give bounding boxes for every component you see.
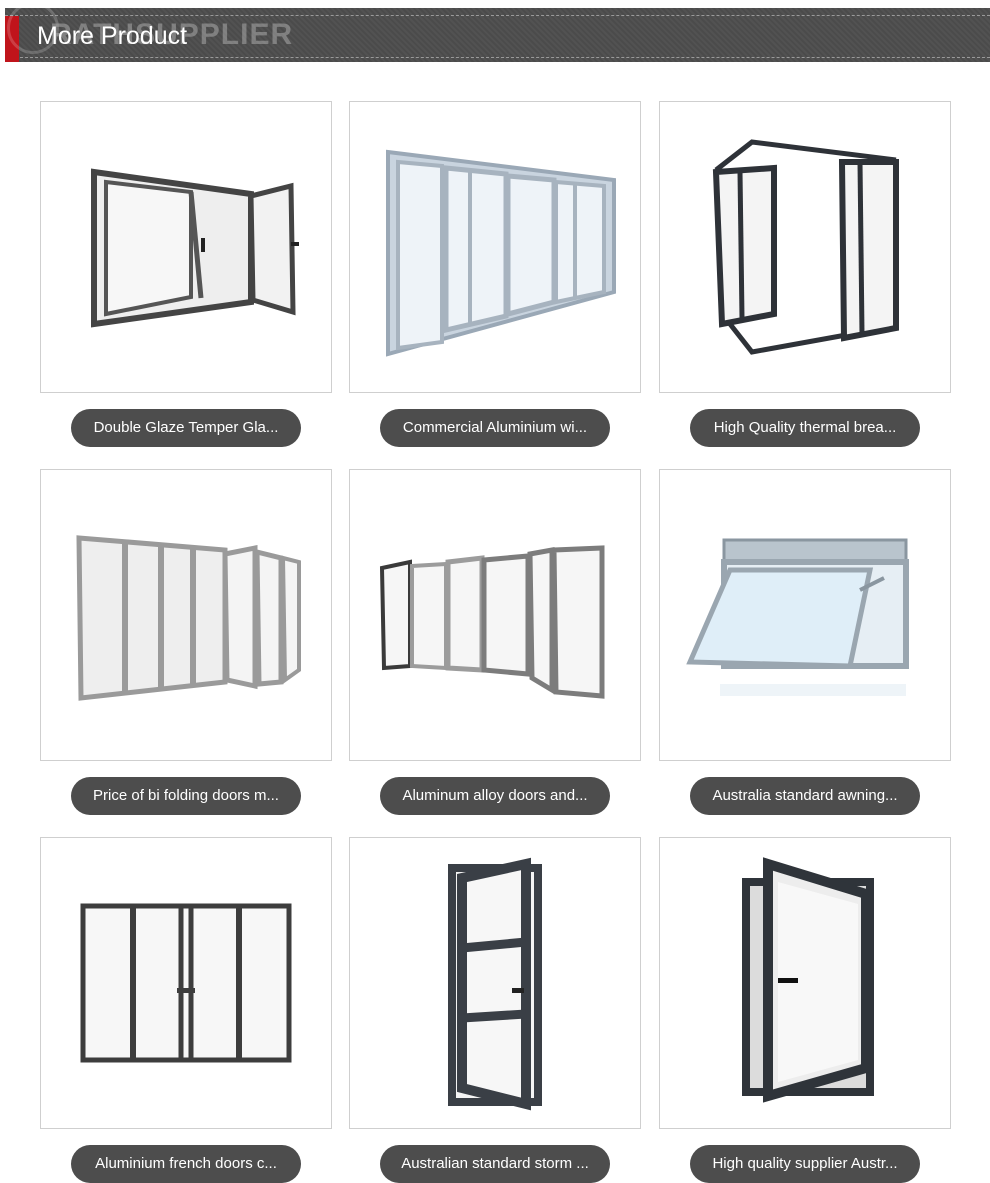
folding-door-image[interactable] — [349, 469, 641, 761]
product-title-button[interactable]: High quality supplier Austr... — [690, 1145, 920, 1183]
section-title: More Product — [37, 22, 188, 50]
product-title-button[interactable]: Double Glaze Temper Gla... — [71, 409, 301, 447]
product-title-button[interactable]: Aluminium french doors c... — [71, 1145, 301, 1183]
french-door-image[interactable] — [40, 837, 332, 1129]
product-title-button[interactable]: Australian standard storm ... — [380, 1145, 610, 1183]
tilt-turn-window-image[interactable] — [40, 101, 332, 393]
header-dashed-line-top — [5, 15, 990, 16]
header-watermark: RATHSUPPLIER — [50, 18, 294, 51]
storm-door-image[interactable] — [349, 837, 641, 1129]
product-title-button[interactable]: High Quality thermal brea... — [690, 409, 920, 447]
bifold-door-image[interactable] — [40, 469, 332, 761]
sliding-window-image[interactable] — [349, 101, 641, 393]
product-title-button[interactable]: Commercial Aluminium wi... — [380, 409, 610, 447]
logo-watermark-icon — [7, 2, 59, 54]
product-title-button[interactable]: Australia standard awning... — [690, 777, 920, 815]
header-dashed-line-bottom — [5, 57, 990, 58]
section-header: RATHSUPPLIER More Product — [5, 2, 990, 62]
awning-window-image[interactable] — [659, 469, 951, 761]
product-title-button[interactable]: Price of bi folding doors m... — [71, 777, 301, 815]
corner-casement-window-image[interactable] — [659, 101, 951, 393]
casement-window-image[interactable] — [659, 837, 951, 1129]
product-title-button[interactable]: Aluminum alloy doors and... — [380, 777, 610, 815]
